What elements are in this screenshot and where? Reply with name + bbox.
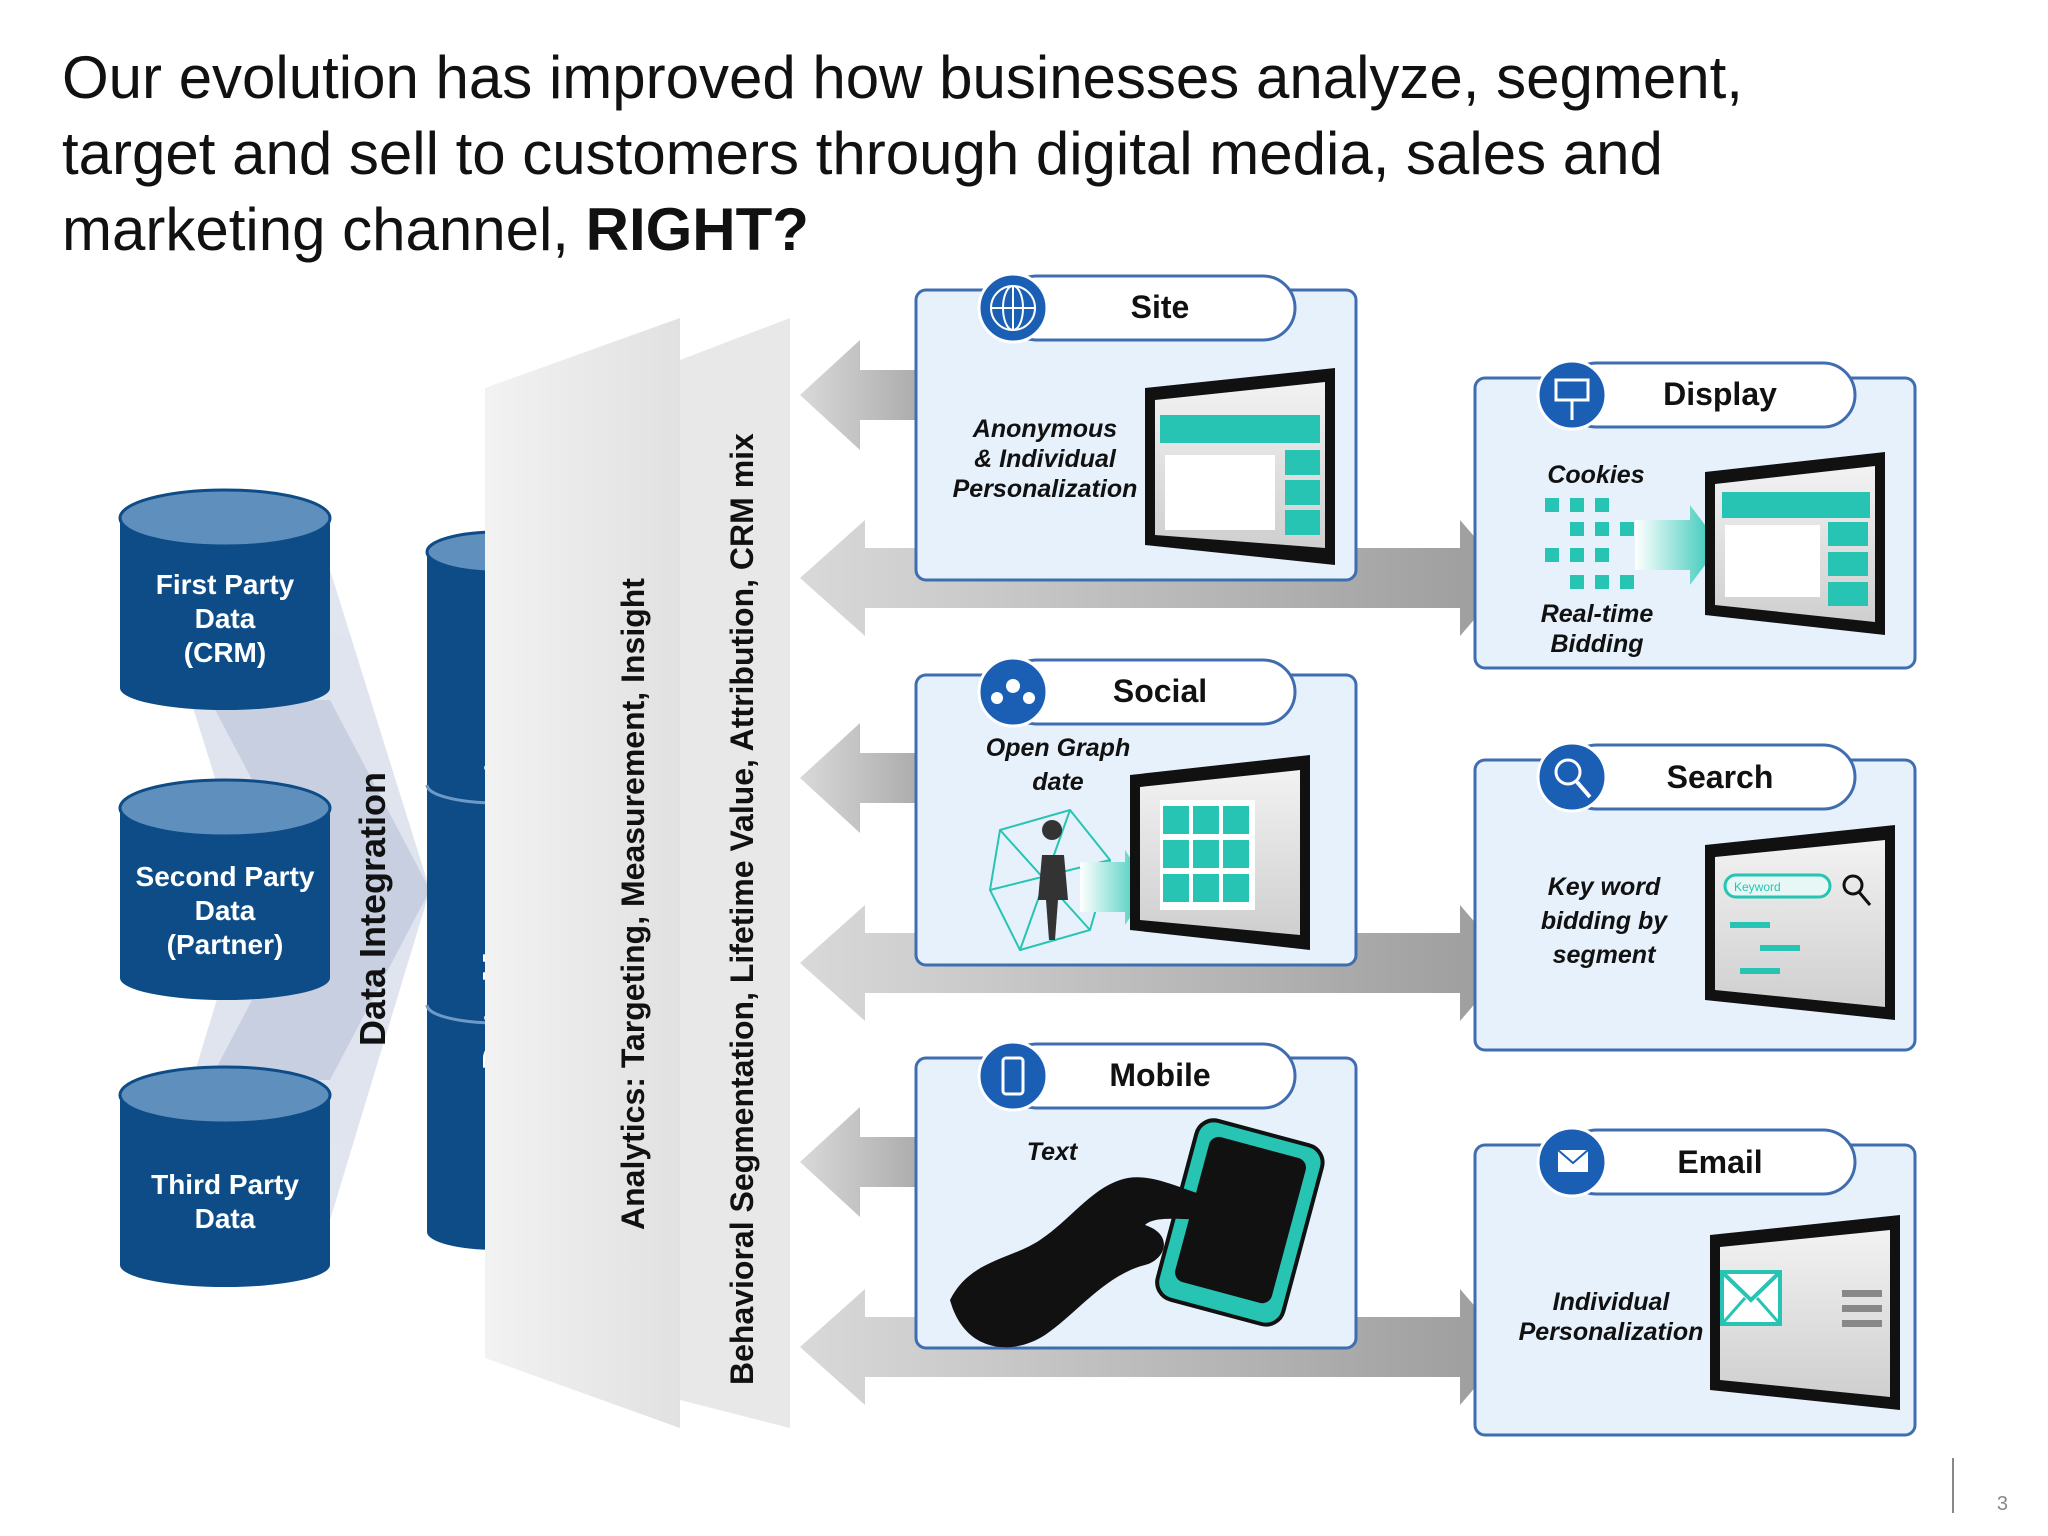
search-monitor: Keyword (1705, 825, 1895, 1020)
panel-display-note-bottom-2: Bidding (1550, 630, 1643, 658)
source-second-party-line-2: Data (195, 895, 256, 926)
panel-site-note-3: Personalization (953, 475, 1138, 503)
analytics-wall (485, 318, 680, 1428)
slide-title: Our evolution has improved how businesse… (62, 40, 1962, 268)
magnifier-icon (1536, 741, 1608, 813)
panel-mobile: Mobile Text 12345 (914, 1040, 1358, 1350)
source-third-party: Third Party Data (118, 1065, 332, 1287)
title-line-1: Our evolution has improved how businesse… (62, 44, 1743, 111)
hand-silhouette (950, 1177, 1220, 1348)
email-monitor (1710, 1215, 1900, 1410)
source-first-party-line-2: Data (195, 603, 256, 634)
source-first-party: First Party Data (CRM) (118, 488, 332, 710)
page-number: 3 (1996, 1493, 2008, 1515)
panel-email-title: Email (1677, 1144, 1762, 1180)
panel-search-title: Search (1667, 759, 1774, 795)
panel-site-title: Site (1131, 289, 1190, 325)
panel-email-note-2: Personalization (1519, 1318, 1704, 1346)
panel-site-note-1: Anonymous (972, 415, 1118, 443)
panel-email-note-1: Individual (1553, 1288, 1671, 1316)
source-first-party-line-1: First Party (156, 569, 295, 600)
cookie-grid (1545, 498, 1634, 589)
phone-icon (977, 1040, 1049, 1112)
panel-search-note-2: bidding by (1541, 907, 1668, 935)
panel-mobile-title: Mobile (1109, 1057, 1210, 1093)
panel-email: Email Individual Personalization (1473, 1126, 1917, 1437)
panel-display: Display Cookies Real-time Bidding (1473, 359, 1917, 670)
panel-search-note-3: segment (1553, 941, 1657, 969)
phone-keypad: 12345 (1155, 1118, 1325, 1327)
panel-mobile-note: Text (1027, 1138, 1079, 1166)
source-second-party-line-1: Second Party (136, 861, 315, 892)
panel-social: Social Open Graph date (914, 656, 1358, 967)
source-first-party-line-3: (CRM) (184, 637, 266, 668)
panel-search: Search Key word bidding by segment Keywo… (1473, 741, 1917, 1052)
source-third-party-line-1: Third Party (151, 1169, 299, 1200)
billboard-icon (1536, 359, 1608, 431)
panel-social-note-1: Open Graph (986, 734, 1130, 762)
behavioral-label: Behavioral Segmentation, Lifetime Value,… (724, 433, 760, 1385)
behavioral-wall (680, 318, 790, 1428)
social-monitor (1130, 755, 1310, 950)
site-monitor (1145, 368, 1335, 565)
title-line-3-prefix: marketing channel, (62, 196, 569, 263)
analytics-label: Analytics: Targeting, Measurement, Insig… (615, 578, 651, 1230)
arrow-social (800, 723, 960, 833)
panel-site-note-2: & Individual (974, 445, 1117, 473)
arrow-mobile (800, 1107, 960, 1217)
panel-search-note-1: Key word (1548, 873, 1661, 901)
display-monitor (1705, 452, 1885, 635)
search-box-text: Keyword (1734, 880, 1781, 894)
panel-display-title: Display (1663, 376, 1777, 412)
data-integration-label: Data Integration (352, 772, 393, 1046)
person-silhouette (1038, 820, 1068, 940)
panel-social-title: Social (1113, 673, 1207, 709)
title-line-2: target and sell to customers through dig… (62, 120, 1663, 187)
panel-social-note-2: date (1032, 768, 1084, 796)
panel-site: Site Anonymous & Individual Personalizat… (914, 272, 1358, 582)
panel-display-note-bottom-1: Real-time (1541, 600, 1654, 628)
title-emphasis: RIGHT? (585, 196, 809, 263)
arrow-site (800, 340, 960, 450)
source-third-party-line-2: Data (195, 1203, 256, 1234)
source-second-party: Second Party Data (Partner) (118, 778, 332, 1000)
panel-display-note-top: Cookies (1547, 461, 1644, 489)
source-second-party-line-3: (Partner) (167, 929, 284, 960)
page-divider (1952, 1458, 1954, 1513)
